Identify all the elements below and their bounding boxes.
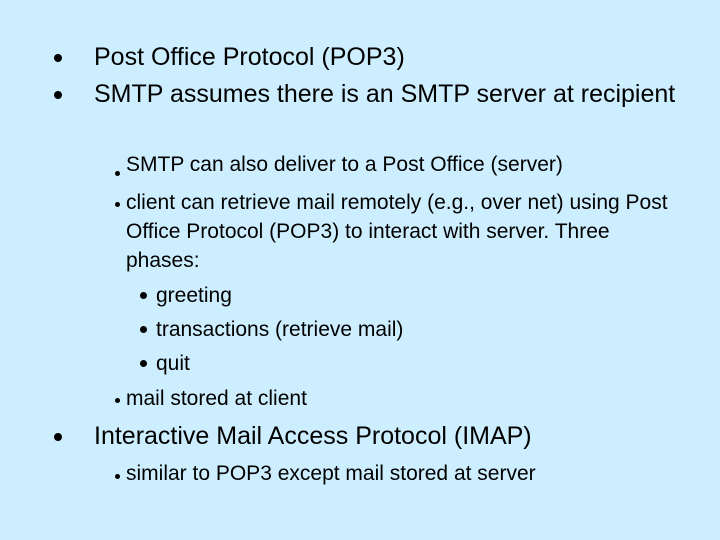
bullet-dot-icon [140,360,147,367]
sub-bullet-smtp-post-office: SMTP can also deliver to a Post Office (… [126,153,563,176]
bullet-imap: Interactive Mail Access Protocol (IMAP) [94,422,532,450]
phase-transactions: transactions (retrieve mail) [140,315,403,344]
bullet-dot-icon [54,54,62,62]
sub-bullet-imap-server: similar to POP3 except mail stored at se… [126,462,536,485]
bullet-smtp-server: SMTP assumes there is an SMTP server at … [94,80,676,108]
sub-bullet-icon [115,171,120,176]
phase-label: transactions (retrieve mail) [156,318,404,341]
bullet-dot-icon [54,433,62,441]
sub-bullet-mail-stored-client: mail stored at client [126,387,307,410]
sub-bullet-icon [115,474,120,479]
bullet-dot-icon [54,91,62,99]
bullet-dot-icon [140,326,147,333]
phase-label: quit [156,352,190,375]
phase-label: greeting [156,284,232,307]
sub-bullet-client-retrieve: client can retrieve mail remotely (e.g.,… [126,191,668,272]
phase-quit: quit [140,349,190,378]
sub-bullet-icon [115,202,120,207]
phase-greeting: greeting [140,281,232,310]
bullet-pop3: Post Office Protocol (POP3) [94,43,405,71]
bullet-dot-icon [140,292,147,299]
sub-bullet-icon [115,398,120,403]
